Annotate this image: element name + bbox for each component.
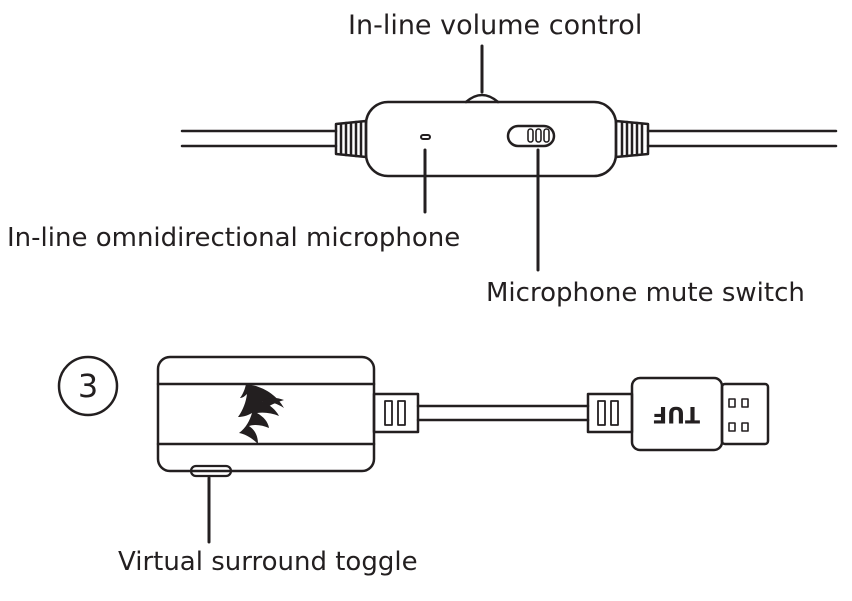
remote-body [364, 100, 618, 178]
dongle-body [156, 355, 376, 473]
microphone-hole [420, 134, 431, 140]
cable-right [646, 129, 838, 148]
step-number: 3 [78, 367, 98, 405]
strain-relief-right [614, 119, 650, 159]
label-volume-control: In-line volume control [348, 10, 643, 41]
usb-brand-text: TUF [652, 401, 700, 426]
tuf-logo [238, 384, 284, 444]
label-surround-toggle: Virtual surround toggle [118, 547, 418, 577]
cable-left [180, 129, 338, 148]
usb-cable [416, 404, 590, 422]
dongle-strain-relief [372, 392, 420, 434]
label-microphone: In-line omnidirectional microphone [7, 223, 461, 253]
mute-switch [506, 124, 556, 148]
volume-wheel [464, 93, 500, 104]
label-mute-switch: Microphone mute switch [486, 278, 805, 308]
strain-relief-left [334, 119, 368, 159]
usb-strain-relief [586, 392, 634, 434]
usb-connector [720, 382, 770, 446]
surround-toggle-button [189, 464, 233, 478]
step-number-circle [57, 355, 119, 417]
